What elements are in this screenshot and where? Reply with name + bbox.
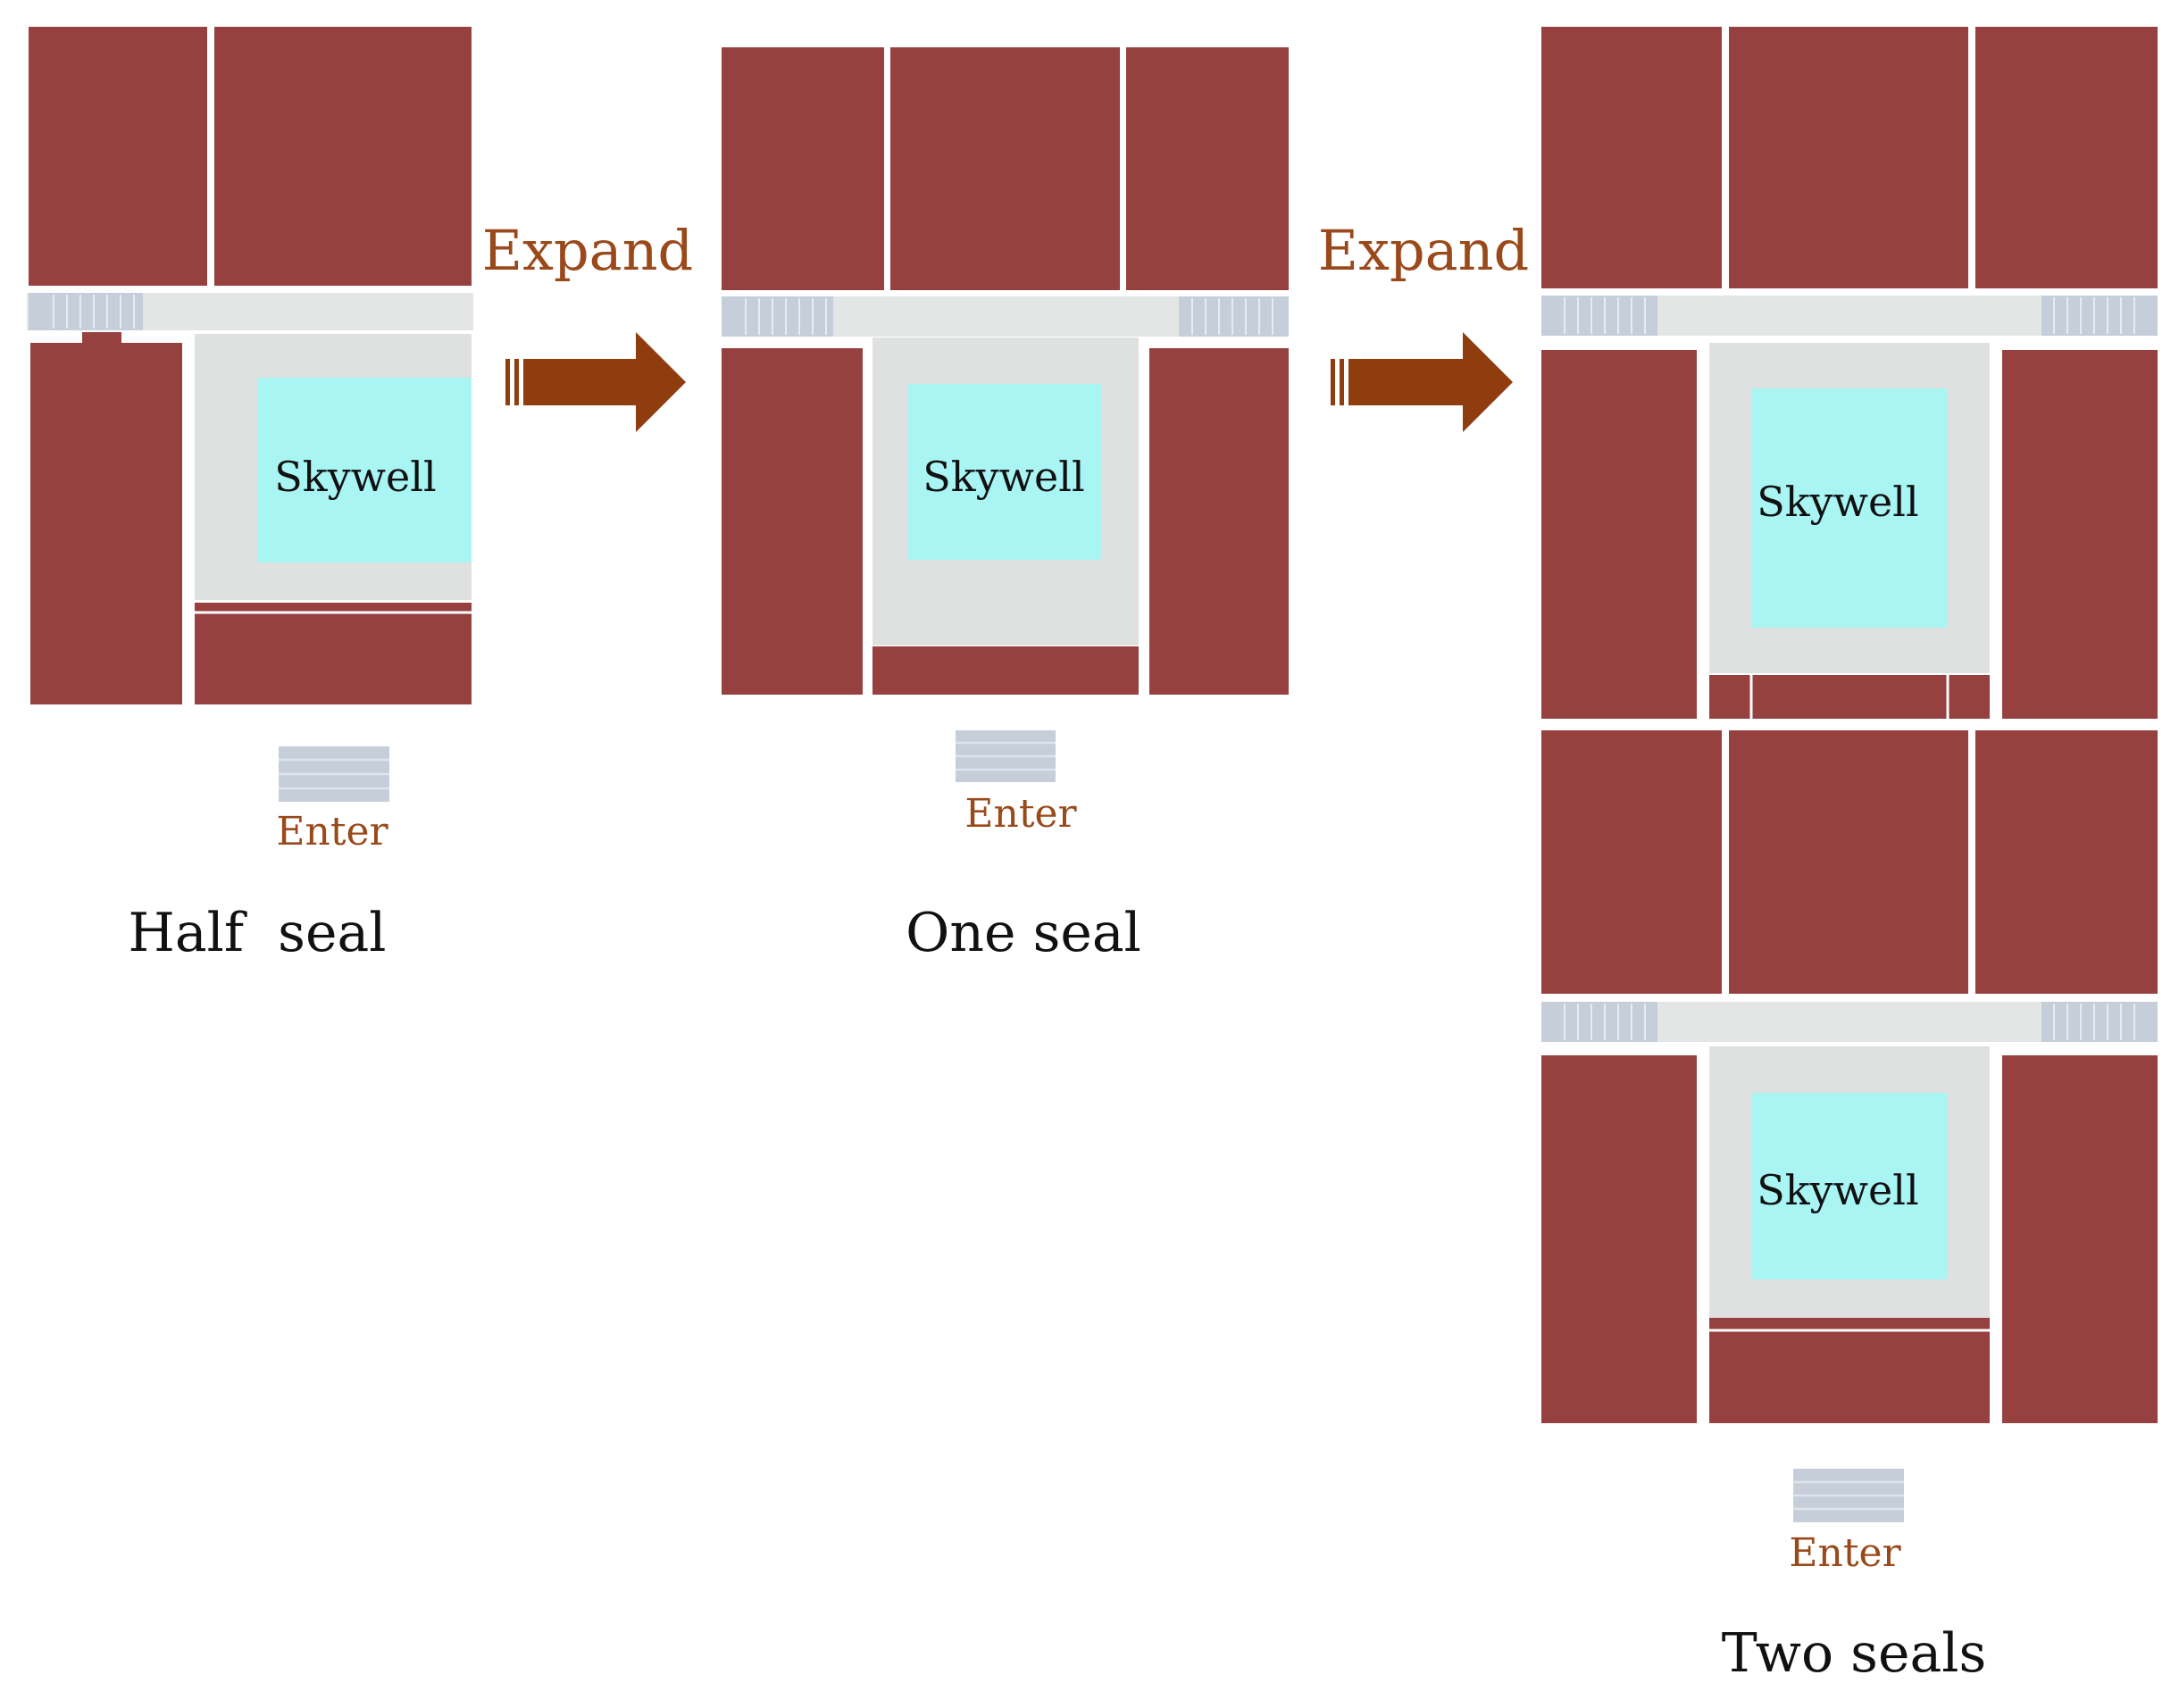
stairs — [1541, 1002, 1657, 1042]
room — [1729, 27, 1968, 288]
one-seal-plan: Skywell Enter One seal — [722, 47, 1289, 964]
room — [30, 343, 182, 704]
room — [1541, 1055, 1697, 1423]
room — [1149, 348, 1289, 695]
panel-caption: Half seal — [129, 902, 387, 964]
arrow-right-icon — [505, 332, 686, 432]
arrow-right-icon — [1331, 332, 1513, 432]
skywell — [257, 378, 472, 562]
expand-label: Expand — [482, 218, 694, 283]
room — [1541, 350, 1697, 719]
stairs — [1541, 296, 1657, 336]
enter-label: Enter — [964, 791, 1077, 837]
room — [1541, 730, 1722, 994]
room — [1541, 27, 1722, 288]
skywell — [1752, 1093, 1947, 1279]
room — [1709, 675, 1990, 719]
room — [1975, 730, 2158, 994]
skywell — [1752, 388, 1947, 628]
room — [195, 603, 472, 704]
stairs — [1179, 296, 1289, 337]
entrance-steps — [1793, 1469, 1904, 1522]
stairs — [722, 296, 833, 337]
stairs — [29, 293, 143, 330]
room — [722, 348, 863, 695]
stairs — [2041, 296, 2158, 336]
panel-caption: Two seals — [1722, 1622, 1986, 1685]
skywell-label: Skywell — [1757, 478, 1918, 526]
skywell — [908, 384, 1102, 560]
expand-label: Expand — [1318, 218, 1530, 283]
room — [1729, 730, 1968, 994]
room — [1126, 47, 1289, 290]
room — [82, 332, 121, 346]
expand-arrow-2: Expand — [1318, 218, 1530, 432]
expand-arrow-1: Expand — [482, 218, 694, 432]
room — [1975, 27, 2158, 288]
room — [29, 27, 207, 286]
enter-label: Enter — [276, 809, 388, 854]
room — [2002, 1055, 2158, 1423]
half-seal-plan: Skywell Enter Half seal — [27, 27, 473, 964]
enter-label: Enter — [1789, 1530, 1901, 1576]
entrance-steps — [956, 730, 1056, 782]
room — [872, 646, 1139, 695]
panel-caption: One seal — [906, 902, 1141, 964]
two-seals-plan: Skywell — [1541, 27, 2158, 1685]
room — [2002, 350, 2158, 719]
skywell-label: Skywell — [274, 453, 436, 501]
room — [722, 47, 884, 290]
room — [890, 47, 1120, 290]
skywell-label: Skywell — [923, 453, 1084, 501]
stairs — [2041, 1002, 2158, 1042]
skywell-label: Skywell — [1757, 1166, 1918, 1214]
room — [1709, 1318, 1990, 1423]
entrance-steps — [279, 746, 389, 802]
room — [214, 27, 472, 286]
